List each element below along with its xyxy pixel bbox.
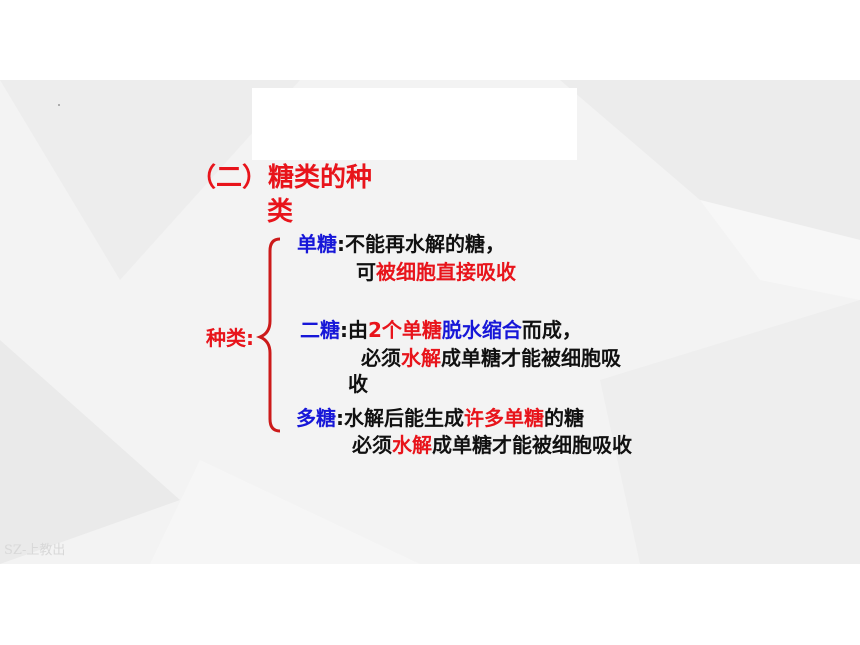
watermark: SZ-上教出 (4, 543, 66, 558)
heading-line-2: 类 (267, 197, 294, 227)
kind-label: 种类: (206, 326, 254, 350)
monosaccharide-term: 单糖 (297, 232, 337, 256)
polysaccharide-term: 多糖 (296, 406, 336, 430)
disaccharide-line-1: 二糖:由2个单糖脱水缩合而成， (300, 318, 582, 342)
curly-brace-icon (255, 237, 281, 433)
section-heading: （二）糖类的种 类 (190, 161, 390, 229)
monosaccharide-line-1: 单糖:不能再水解的糖， (297, 232, 505, 256)
title-placeholder-box (252, 88, 577, 160)
background-pattern (0, 80, 860, 564)
slide: （二）糖类的种 类 种类: 单糖:不能再水解的糖， 可被细胞直接吸收 二糖:由2… (0, 80, 860, 564)
polysaccharide-line-1: 多糖:水解后能生成许多单糖的糖 (296, 406, 584, 430)
polysaccharide-line-2: 必须水解成单糖才能被细胞吸收 (352, 433, 632, 457)
disaccharide-term: 二糖 (300, 318, 340, 342)
disaccharide-line-2: 必须水解成单糖才能被细胞吸 (361, 346, 621, 370)
monosaccharide-definition: 不能再水解的糖， (345, 232, 505, 256)
monosaccharide-line-2: 可被细胞直接吸收 (356, 260, 516, 284)
dot (58, 104, 60, 106)
disaccharide-line-3: 收 (348, 372, 368, 396)
heading-line-1: （二）糖类的种 (190, 163, 373, 193)
